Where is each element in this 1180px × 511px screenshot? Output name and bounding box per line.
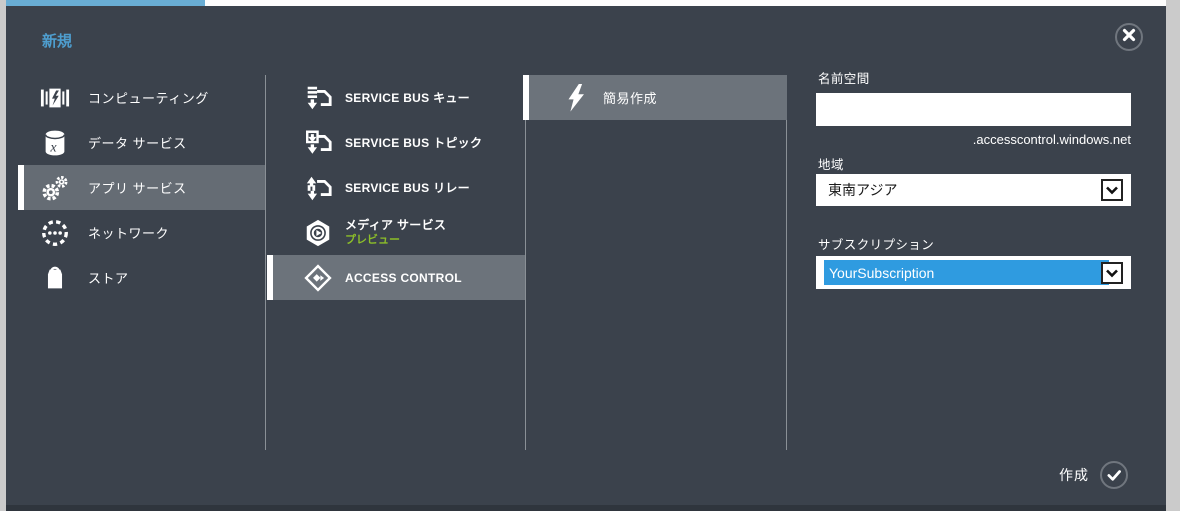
dialog-bottom-edge <box>6 505 1166 511</box>
subscription-selected-value: YourSubscription <box>829 264 935 281</box>
network-icon <box>40 218 70 248</box>
category-label: ネットワーク <box>88 226 170 241</box>
service-label: SERVICE BUS キュー <box>345 91 470 105</box>
creation-mode-column: 簡易作成 <box>523 75 787 120</box>
media-services-icon <box>303 218 333 248</box>
lightning-icon <box>561 83 591 113</box>
close-icon <box>1115 21 1143 54</box>
preview-badge: プレビュー <box>345 234 400 246</box>
column-divider <box>786 75 787 450</box>
subscription-select[interactable]: YourSubscription <box>816 256 1131 289</box>
check-icon[interactable] <box>1100 461 1128 489</box>
category-column: コンピューティング x データ サービス <box>18 75 265 300</box>
service-item-service-bus-relay[interactable]: SERVICE BUS リレー <box>267 165 525 210</box>
dialog-title: 新規 <box>42 33 73 50</box>
category-label: ストア <box>88 271 129 286</box>
access-control-icon <box>303 263 333 293</box>
service-label: ACCESS CONTROL <box>345 270 462 285</box>
namespace-input[interactable] <box>816 93 1131 126</box>
service-item-service-bus-queue[interactable]: SERVICE BUS キュー <box>267 75 525 120</box>
sidebar-item-network[interactable]: ネットワーク <box>18 210 265 255</box>
category-label: コンピューティング <box>88 91 209 106</box>
mode-label: 簡易作成 <box>603 91 658 106</box>
sidebar-item-app-services[interactable]: アプリ サービス <box>18 165 265 210</box>
service-bus-relay-icon <box>303 173 333 203</box>
top-strip <box>205 0 1166 6</box>
service-bus-topic-icon <box>303 128 333 158</box>
service-item-access-control[interactable]: ACCESS CONTROL <box>267 255 525 300</box>
service-item-service-bus-topic[interactable]: SERVICE BUS トピック <box>267 120 525 165</box>
category-label: データ サービス <box>88 136 187 151</box>
create-button[interactable]: 作成 <box>1059 461 1128 489</box>
app-services-icon <box>40 173 70 203</box>
subscription-selected-highlight: YourSubscription <box>824 260 1109 285</box>
store-icon <box>40 263 70 293</box>
namespace-label: 名前空間 <box>818 72 870 86</box>
service-bus-queue-icon <box>303 83 333 113</box>
category-label: アプリ サービス <box>88 181 187 196</box>
sidebar-item-store[interactable]: ストア <box>18 255 265 300</box>
region-selected-value: 東南アジア <box>828 182 898 198</box>
service-label: SERVICE BUS リレー <box>345 181 470 195</box>
create-label: 作成 <box>1059 467 1089 483</box>
subscription-label: サブスクリプション <box>818 238 935 252</box>
computing-icon <box>40 83 70 113</box>
new-service-dialog: 新規 コンピューティング x <box>6 6 1166 511</box>
service-column: SERVICE BUS キュー SERVICE BUS トピック <box>267 75 525 300</box>
data-services-icon: x <box>40 128 70 158</box>
chevron-down-icon[interactable] <box>1101 179 1123 201</box>
service-label: SERVICE BUS トピック <box>345 136 483 150</box>
namespace-domain-suffix: .accesscontrol.windows.net <box>972 132 1131 147</box>
svg-text:x: x <box>49 139 57 155</box>
sidebar-item-data-services[interactable]: x データ サービス <box>18 120 265 165</box>
top-progress-accent <box>6 0 205 6</box>
service-item-media-services[interactable]: メディア サービス プレビュー <box>267 210 525 255</box>
sidebar-item-computing[interactable]: コンピューティング <box>18 75 265 120</box>
region-label: 地域 <box>818 158 844 172</box>
chevron-down-icon[interactable] <box>1101 261 1123 284</box>
service-label: メディア サービス <box>345 218 447 232</box>
mode-item-quick-create[interactable]: 簡易作成 <box>523 75 787 120</box>
region-select[interactable]: 東南アジア <box>816 174 1131 206</box>
column-divider <box>265 75 266 450</box>
column-divider <box>525 75 526 450</box>
close-button[interactable] <box>1115 23 1143 51</box>
